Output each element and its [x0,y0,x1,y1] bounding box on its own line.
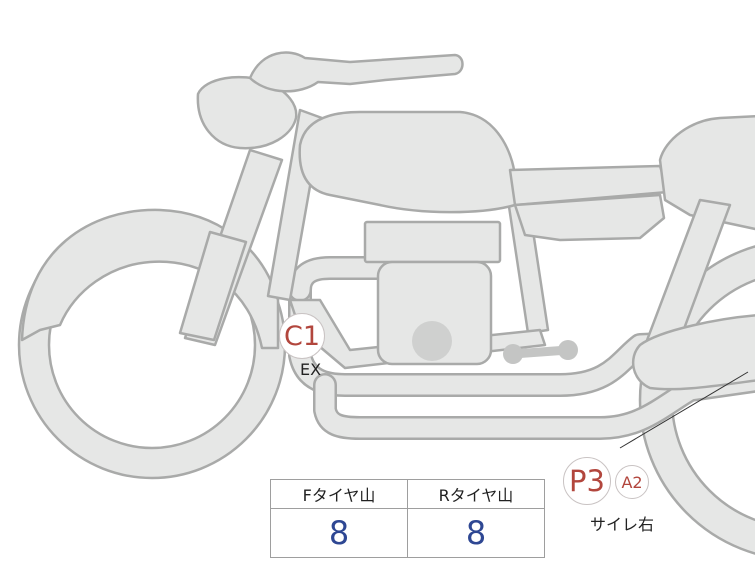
rear-tire-header: Rタイヤ山 [407,479,545,509]
engine-cover [363,220,502,264]
p3-code: P3 [569,464,605,498]
front-tire-value: 8 [270,508,408,558]
rear-body [658,114,755,231]
exhaust-header [290,258,390,300]
p3-caption: サイレ右 [590,515,655,534]
tire-tread-table: Fタイヤ山 Rタイヤ山 8 8 [270,479,545,558]
rear-tire-value: 8 [407,508,545,558]
front-tire-header: Fタイヤ山 [270,479,408,509]
tire-table-header-row: Fタイヤ山 Rタイヤ山 [270,479,545,509]
exhaust-pipe-lower [315,371,755,438]
a2-code: A2 [621,472,643,492]
fuel-tank [298,110,517,214]
engine-case [412,321,452,361]
exhaust-pipe-upper [290,280,755,395]
footpeg-end-left [503,344,523,364]
a2-marker[interactable]: A2 [615,465,649,499]
engine-block [376,260,493,366]
seat-base [513,193,666,242]
c1-code: C1 [283,320,321,352]
p3-marker[interactable]: P3 [563,457,611,505]
handlebar [248,51,464,93]
c1-caption: EX [300,360,322,379]
fork-lower [178,230,248,342]
headlight [196,75,298,150]
tire-table-value-row: 8 8 [270,508,545,558]
leader-line [619,371,749,449]
c1-marker[interactable]: C1 [279,313,325,359]
footpeg-end-right [558,340,578,360]
